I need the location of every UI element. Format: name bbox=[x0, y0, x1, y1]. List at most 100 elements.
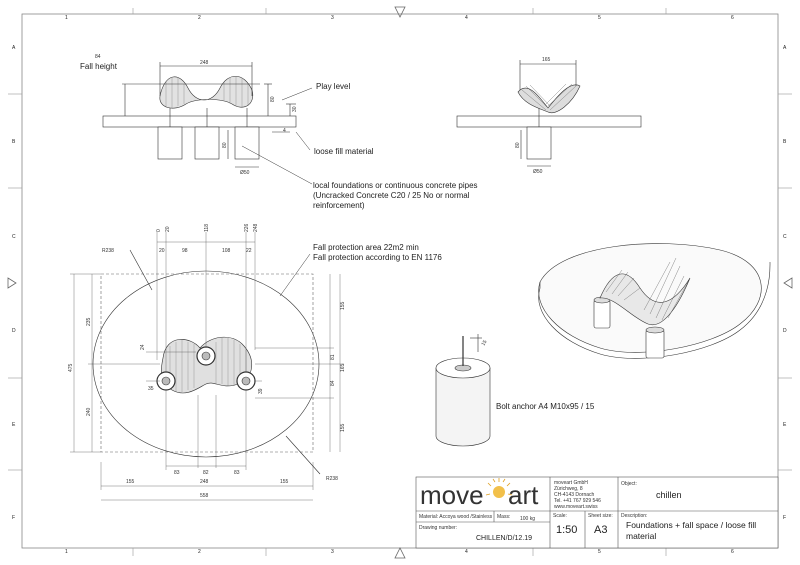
dim-plan-row2: 22 bbox=[246, 248, 252, 254]
col-label-bottom: 2 bbox=[198, 549, 201, 555]
anchor-point bbox=[241, 376, 251, 386]
row-label-right: B bbox=[783, 139, 787, 145]
dim-plan-top: 0 bbox=[156, 229, 162, 232]
col-label-top: 5 bbox=[598, 15, 601, 21]
dim-plan-row2: 98 bbox=[182, 248, 188, 254]
dim-plan-row2: 108 bbox=[222, 248, 231, 254]
fall-area-note-line2: Fall protection according to EN 1176 bbox=[313, 253, 442, 262]
logo-move: move bbox=[420, 480, 484, 510]
sheet-size-label: Sheet size: bbox=[588, 513, 613, 519]
lounger-hatch bbox=[165, 77, 249, 108]
col-label-bottom: 6 bbox=[731, 549, 734, 555]
foundation-pipe bbox=[234, 126, 260, 160]
dim-bolt: 15 bbox=[481, 339, 489, 347]
iso-lounger bbox=[599, 273, 691, 326]
chillen-lounger-side bbox=[517, 84, 581, 114]
dim-plan-inner: 24 bbox=[140, 344, 146, 350]
plan-radius-label: R238 bbox=[102, 248, 114, 254]
isometric-view bbox=[538, 243, 771, 359]
row-label-left: B bbox=[12, 139, 16, 145]
object-label: Object: bbox=[621, 481, 637, 487]
dim-plan-right: 165 bbox=[340, 363, 346, 372]
dim-front-h30: 30 bbox=[292, 106, 298, 112]
row-label-right: D bbox=[783, 328, 787, 334]
dim-plan-total: 558 bbox=[200, 493, 209, 499]
grid-labels: 1 2 3 4 5 6 1 2 3 4 5 6 A B C D E F A B … bbox=[12, 15, 787, 555]
dim-plan-inner: 39 bbox=[258, 388, 264, 394]
description-label: Description: bbox=[621, 513, 647, 519]
row-label-left: C bbox=[12, 234, 16, 240]
scale-value: 1:50 bbox=[556, 524, 577, 536]
company-name: moveart GmbH bbox=[554, 480, 588, 486]
row-label-right: C bbox=[783, 234, 787, 240]
leader-lines bbox=[241, 87, 313, 297]
col-label-top: 3 bbox=[331, 15, 334, 21]
dim-plan-left: 235 bbox=[86, 317, 92, 326]
company-city: CH-4143 Dornach bbox=[554, 492, 595, 498]
foundations-note-line3: reinforcement) bbox=[313, 201, 365, 210]
plan-dimension-lines bbox=[70, 232, 344, 501]
dim-side-width: 165 bbox=[542, 57, 551, 63]
dim-plan-left-total: 475 bbox=[68, 363, 74, 372]
radius-leader bbox=[129, 249, 153, 291]
dim-plan-bottom: 82 bbox=[203, 470, 209, 476]
col-label-top: 4 bbox=[465, 15, 468, 21]
dim-plan-right: 155 bbox=[340, 301, 346, 310]
plan-radius-label: R238 bbox=[326, 476, 338, 482]
ground-slab bbox=[456, 115, 642, 128]
dim-plan-left: 240 bbox=[86, 407, 92, 416]
anchor-point bbox=[201, 351, 211, 361]
object-value: chillen bbox=[656, 490, 682, 500]
col-label-top: 6 bbox=[731, 15, 734, 21]
row-label-left: D bbox=[12, 328, 16, 334]
row-label-right: A bbox=[783, 45, 787, 51]
fall-height-label: Fall height bbox=[80, 62, 118, 71]
iso-foundation-pipe bbox=[593, 299, 611, 329]
col-label-top: 1 bbox=[65, 15, 68, 21]
company-website: www.moveart.swiss bbox=[554, 504, 598, 510]
description-line1: Foundations + fall space / loose fill bbox=[626, 520, 756, 530]
side-view bbox=[456, 60, 642, 167]
bolt-anchor-detail bbox=[435, 334, 491, 447]
company-street: Zürichweg, 8 bbox=[554, 486, 583, 492]
dim-front-depth: 80 bbox=[222, 142, 228, 148]
dim-plan-bottom: 248 bbox=[200, 479, 209, 485]
col-label-bottom: 4 bbox=[465, 549, 468, 555]
dim-front-h80: 80 bbox=[270, 96, 276, 102]
title-block bbox=[415, 476, 779, 549]
fall-area-bounds bbox=[100, 273, 314, 453]
radius-leader bbox=[285, 435, 321, 475]
row-label-right: F bbox=[783, 515, 786, 521]
bolt-anchor-label: Bolt anchor A4 M10x95 / 15 bbox=[496, 402, 595, 411]
scale-label: Scale: bbox=[553, 513, 567, 519]
fall-height-value: 84 bbox=[95, 54, 101, 60]
col-label-top: 2 bbox=[198, 15, 201, 21]
dim-plan-bottom: 155 bbox=[126, 479, 135, 485]
company-phone: Tel. +41 767 929 546 bbox=[554, 498, 601, 504]
dim-plan-bottom: 83 bbox=[174, 470, 180, 476]
col-label-bottom: 5 bbox=[598, 549, 601, 555]
dim-plan-right: 155 bbox=[340, 423, 346, 432]
mass-value: 100 kg bbox=[520, 516, 535, 522]
drawing-number-label: Drawing number: bbox=[419, 525, 457, 531]
iso-lounger-hatch bbox=[605, 257, 689, 321]
foundation-pipe bbox=[194, 126, 220, 160]
ground-slab bbox=[102, 115, 297, 128]
foundation-pipe bbox=[526, 126, 552, 160]
dim-plan-inner: 35 bbox=[148, 386, 154, 392]
grid-ticks bbox=[8, 8, 792, 556]
material-text: Material: Accoya wood /Stainless bbox=[419, 514, 493, 520]
logo-sun-icon bbox=[485, 478, 513, 498]
anchor-point bbox=[161, 376, 171, 386]
dim-front-dia: Ø50 bbox=[240, 170, 250, 176]
dim-plan-top: 226 bbox=[244, 223, 250, 232]
dim-side-depth: 80 bbox=[515, 142, 521, 148]
row-label-right: E bbox=[783, 422, 787, 428]
chillen-lounger-front bbox=[159, 75, 254, 109]
col-label-bottom: 1 bbox=[65, 549, 68, 555]
dim-plan-top: 248 bbox=[253, 223, 259, 232]
drawing-number-value: CHILLEN/D/12.19 bbox=[476, 535, 532, 542]
description-line2: material bbox=[626, 531, 656, 541]
row-label-left: F bbox=[12, 515, 15, 521]
dim-plan-top: 118 bbox=[204, 224, 210, 232]
